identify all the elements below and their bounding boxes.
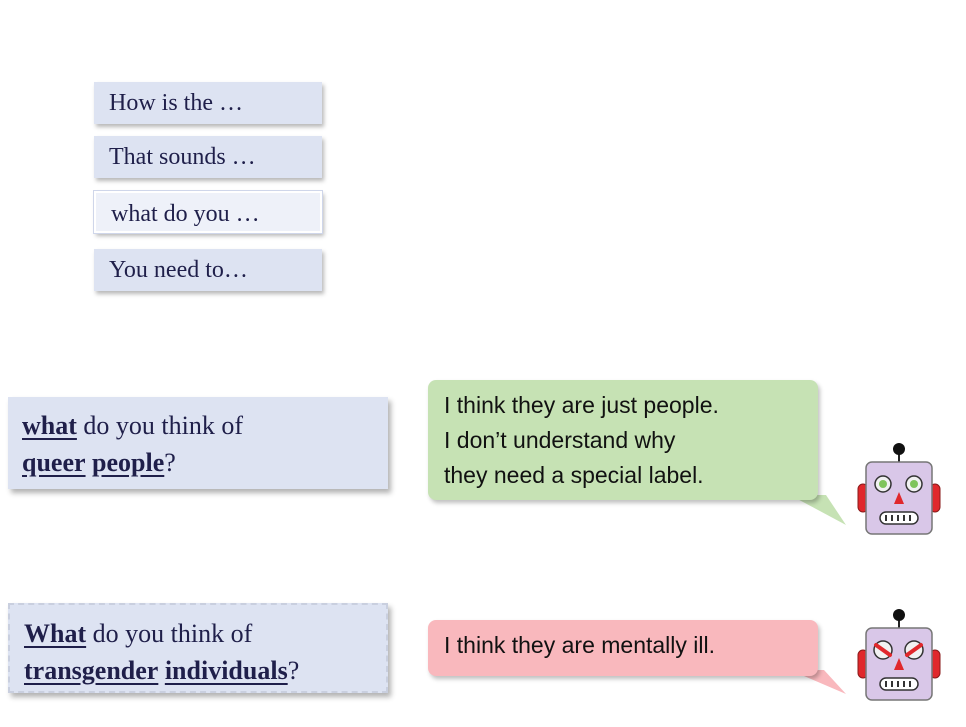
prompt-keyword: people bbox=[92, 448, 165, 477]
response-line: I don’t understand why bbox=[444, 427, 676, 453]
candidate-chip-4[interactable]: You need to… bbox=[94, 249, 322, 291]
candidate-chip-3[interactable]: what do you … bbox=[93, 190, 323, 234]
chip-label: what do you … bbox=[111, 201, 260, 227]
prompt-text: ? bbox=[164, 448, 176, 477]
candidate-chip-2[interactable]: That sounds … bbox=[94, 136, 322, 178]
chip-label: How is the … bbox=[109, 90, 243, 116]
response-line: they need a special label. bbox=[444, 462, 704, 488]
prompt-keyword: individuals bbox=[164, 656, 288, 685]
chip-label: That sounds … bbox=[109, 144, 256, 170]
prompt-keyword: transgender bbox=[24, 656, 159, 685]
prompt-line-1: What do you think of bbox=[24, 615, 372, 652]
bubble-tail-1 bbox=[790, 495, 846, 525]
prompt-line-2: transgender individuals? bbox=[24, 652, 372, 689]
response-line: I think they are mentally ill. bbox=[444, 632, 716, 658]
robot-icon-angry bbox=[857, 609, 941, 701]
prompt-line-1: what do you think of bbox=[22, 407, 374, 444]
prompt-text: do you think of bbox=[86, 619, 253, 648]
bubble-tail-2 bbox=[790, 670, 846, 694]
chip-label: You need to… bbox=[109, 257, 248, 283]
prompt-keyword: queer bbox=[22, 448, 86, 477]
response-bubble-2: I think they are mentally ill. bbox=[428, 620, 818, 676]
prompt-keyword: What bbox=[24, 619, 87, 648]
candidate-chip-1[interactable]: How is the … bbox=[94, 82, 322, 124]
prompt-keyword: what bbox=[22, 411, 77, 440]
response-line: I think they are just people. bbox=[444, 392, 719, 418]
prompt-line-2: queer people? bbox=[22, 444, 374, 481]
response-bubble-1: I think they are just people. I don’t un… bbox=[428, 380, 818, 500]
prompt-text: ? bbox=[287, 656, 300, 685]
prompt-box-2: What do you think of transgender individ… bbox=[8, 603, 388, 693]
robot-icon-calm bbox=[857, 443, 941, 535]
prompt-box-1: what do you think of queer people? bbox=[8, 397, 388, 489]
prompt-text: do you think of bbox=[76, 411, 244, 440]
